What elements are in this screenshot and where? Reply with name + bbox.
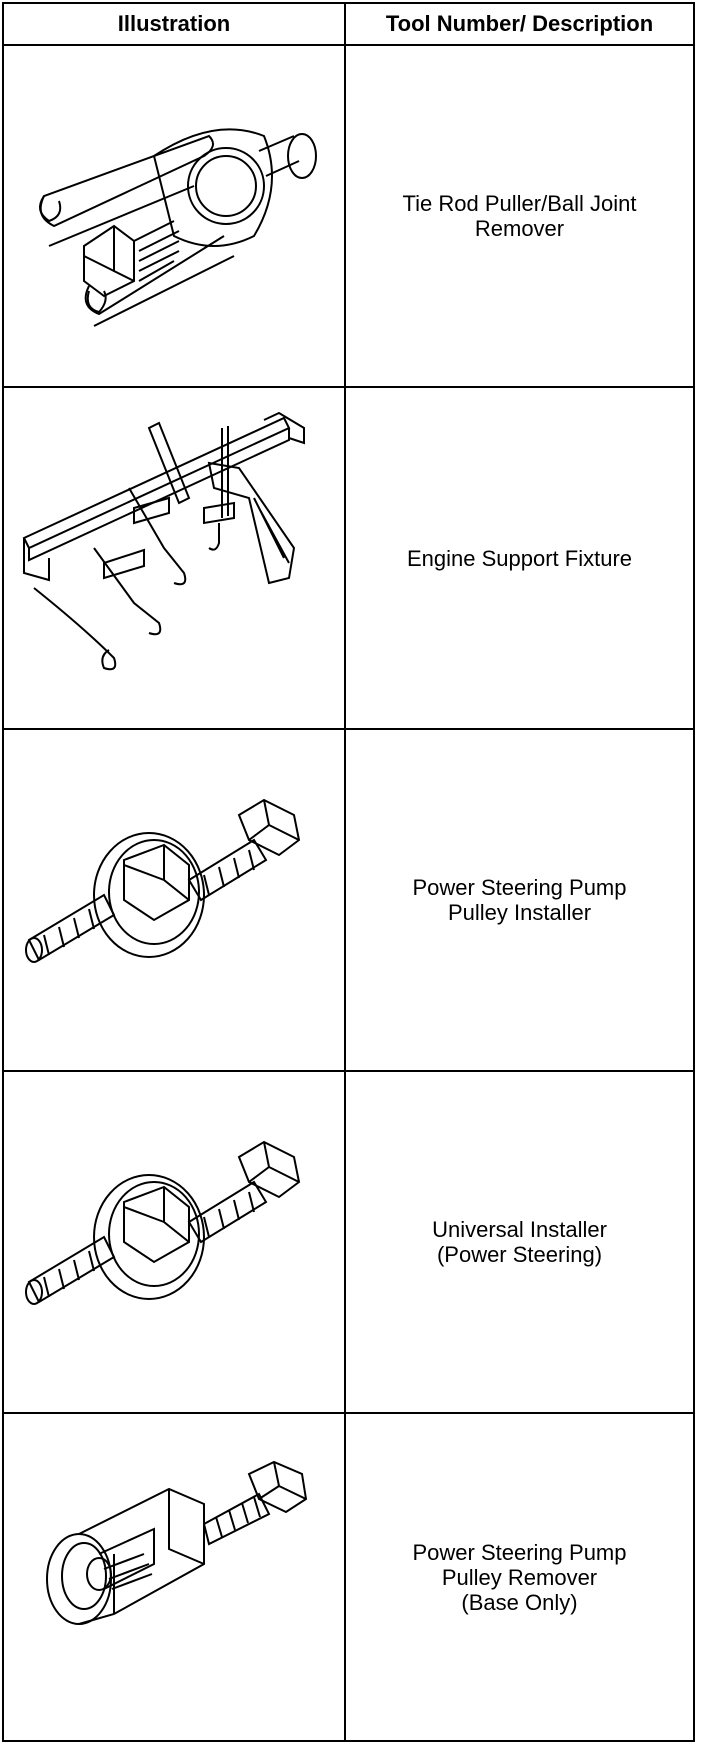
header-illustration: Illustration (117, 11, 231, 36)
pulley-remover-icon (4, 1414, 344, 1740)
row-divider (4, 1070, 693, 1072)
tool-description: Tie Rod Puller/Ball Joint Remover (403, 191, 637, 241)
description-line: Pulley Remover (441, 1564, 598, 1590)
description-line: Power Steering Pump (412, 875, 627, 900)
tool-description: Power Steering Pump Pulley Installer (413, 875, 627, 925)
table-row: Engine Support Fixture (4, 388, 693, 728)
table-row: Universal Installer (Power Steering) (4, 1072, 693, 1412)
description-line: Universal Installer (432, 1217, 607, 1242)
description-line: Engine Support Fixture (406, 545, 633, 571)
tool-table: Illustration Tool Number/ Description (2, 2, 695, 1742)
tool-description: Power Steering Pump Pulley Remover (Base… (413, 1540, 627, 1615)
description-cell: Universal Installer (Power Steering) (346, 1072, 693, 1412)
row-divider (4, 386, 693, 388)
description-line: (Power Steering) (436, 1242, 603, 1267)
description-line: Remover (474, 216, 565, 241)
universal-installer-icon (4, 1072, 344, 1412)
description-line: Power Steering Pump (412, 1539, 627, 1565)
table-row: Tie Rod Puller/Ball Joint Remover (4, 46, 693, 386)
description-cell: Power Steering Pump Pulley Installer (346, 730, 693, 1070)
description-line: Tie Rod Puller/Ball Joint (402, 191, 637, 216)
description-cell: Engine Support Fixture (346, 388, 693, 728)
table-row: Power Steering Pump Pulley Installer (4, 730, 693, 1070)
description-cell: Power Steering Pump Pulley Remover (Base… (346, 1414, 693, 1740)
tool-description: Engine Support Fixture (407, 546, 632, 571)
description-line: (Base Only) (461, 1589, 578, 1615)
column-divider (344, 4, 346, 1740)
row-divider (4, 44, 693, 46)
table-row: Power Steering Pump Pulley Remover (Base… (4, 1414, 693, 1740)
pulley-installer-icon (4, 730, 344, 1070)
description-line: Pulley Installer (447, 900, 592, 925)
row-divider (4, 1412, 693, 1414)
tie-rod-puller-icon (4, 46, 344, 386)
engine-support-fixture-icon (4, 388, 344, 728)
tool-description: Universal Installer (Power Steering) (432, 1217, 607, 1267)
row-divider (4, 728, 693, 730)
description-cell: Tie Rod Puller/Ball Joint Remover (346, 46, 693, 386)
header-description: Tool Number/ Description (385, 11, 654, 36)
